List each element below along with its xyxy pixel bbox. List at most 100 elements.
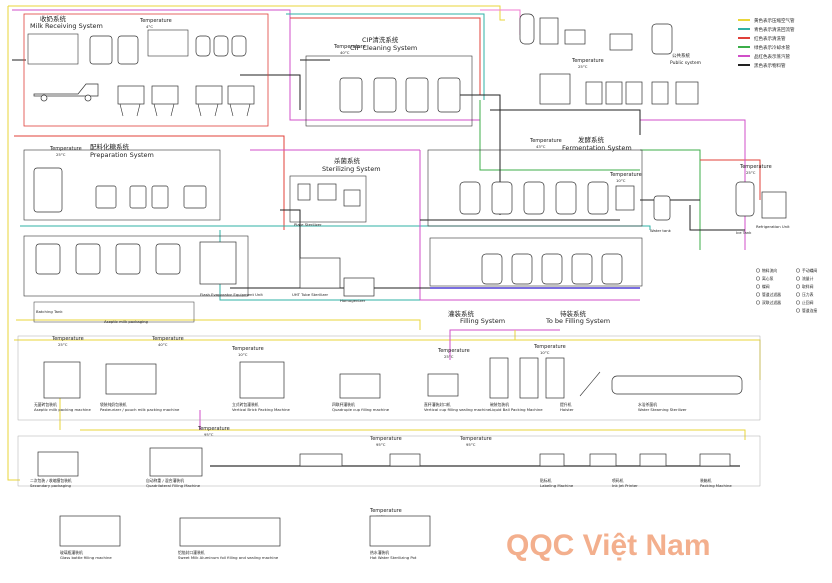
temperature-label: Temperature — [437, 348, 470, 354]
temperature-value: 10°C — [616, 178, 626, 183]
temperature-label: Temperature — [533, 344, 566, 350]
sampler-icon — [795, 284, 801, 289]
batching-tank-label: Batching Tank — [36, 309, 63, 314]
temperature-value: 40°C — [158, 342, 168, 347]
machine-label-en: Aseptic milk packing machine — [34, 407, 91, 412]
temperature-label: Temperature — [139, 18, 172, 24]
temperature-label: Temperature — [369, 436, 402, 442]
symbol-legend-label: 管道连接 — [802, 308, 817, 313]
machine-label-cn: 提升机 — [560, 402, 572, 407]
symbol-legend-label: 双联过滤器 — [762, 300, 781, 305]
temperature-label: Temperature — [151, 336, 184, 342]
fermentation-section: 发酵系统 Fermentation System Water tank Ice … — [427, 135, 790, 235]
temperature-value: 10°C — [238, 352, 248, 357]
machine-label-en: Hot Water Sterilizing Pot — [370, 555, 417, 560]
cip-title-cn: CIP清洗系统 — [362, 35, 399, 44]
milk-truck-icon — [33, 83, 99, 97]
pipe-color-legend: 黄色表示压缩空气管青色表示清洗回流管红色表示清洗管绿色表示冷却水管品红色表示蒸汽… — [738, 17, 795, 69]
temperature-label: Temperature — [459, 436, 492, 442]
homogenizer-label: Homogenizer — [340, 298, 366, 303]
legend-label: 红色表示清洗管 — [754, 35, 786, 42]
meter-icon — [795, 276, 801, 281]
filling-title-cn: 灌装系统 — [448, 309, 475, 318]
machine-label-en: Quadrilateral Filling Machine — [146, 483, 201, 488]
machine-label-en: Secondary packaging — [30, 483, 71, 488]
water-tank-label: Water tank — [650, 228, 672, 233]
temperature-label: Temperature — [51, 336, 84, 342]
sterilizing-title-en: Sterilizing System — [322, 165, 381, 173]
sterilizing-section: 杀菌系统 Sterilizing System Plate Sterilizer… — [289, 156, 381, 303]
temperature-value: 40°C — [340, 50, 350, 55]
public-section: 公共系统 Public system — [519, 13, 701, 105]
temperature-value: 10°C — [540, 350, 550, 355]
temperature-value: 25°C — [56, 152, 66, 157]
machine-label-cn: 碗装包装机 — [490, 402, 509, 407]
legend-label: 黄色表示压缩空气管 — [754, 17, 795, 24]
temperature-tags: Temperature4°CTemperature25°CTemperature… — [49, 18, 772, 519]
public-title-cn: 公共系统 — [672, 52, 690, 59]
plate-sterilizer-label: Plate Sterilizer — [294, 222, 322, 227]
valve-icon — [755, 284, 761, 289]
aseptic-packaging-label: Aseptic milk packaging — [104, 319, 149, 324]
symbol-legend-label: 手动蝶阀 — [802, 268, 817, 273]
ice-tank-label: Ice Tank — [736, 230, 752, 235]
symbol-legend-label: 取样阀 — [802, 284, 814, 289]
fermentation-title-cn: 发酵系统 — [578, 135, 605, 144]
preparation-section: 配料化糖系统 Preparation System Flash Evaporat… — [23, 142, 263, 324]
symbol-legend-label: 止回阀 — [802, 300, 814, 305]
temperature-label: Temperature — [333, 44, 366, 50]
legend-label: 青色表示清洗回流管 — [754, 26, 795, 33]
machine-label-cn: 自动称重 / 混合灌装机 — [146, 478, 184, 483]
machine-label-cn: 直杯灌装封口机 — [424, 402, 451, 407]
preparation-title-cn: 配料化糖系统 — [90, 142, 130, 151]
legend-label: 绿色表示冷却水管 — [754, 44, 790, 51]
flash-evaporator-label: Flash Evaporator Equipment Unit — [200, 292, 263, 297]
refrigeration-unit-label: Refrigeration Unit — [756, 224, 790, 229]
legend-label: 品红色表示蒸汽管 — [754, 53, 790, 60]
machine-label-cn: 无菌砖包装机 — [34, 402, 57, 407]
machine-label-en: Water Steaming Sterilizer — [638, 407, 687, 412]
temperature-label: Temperature — [197, 426, 230, 432]
temperature-label: Temperature — [571, 58, 604, 64]
cip-section: CIP清洗系统 CIP Cleaning System — [305, 35, 473, 127]
filter-icon — [755, 292, 761, 297]
symbol-legend-label: 流量计 — [802, 276, 814, 281]
machine-label-cn: 立式砖包灌装机 — [232, 402, 259, 407]
machine-label-en: Liquid Ball Packing Machine — [490, 407, 543, 412]
pump-icon — [755, 276, 761, 281]
milk-receiving-title-cn: 收奶系统 — [40, 14, 67, 23]
gauge-icon — [795, 292, 801, 297]
symbol-legend-label: 离心泵 — [762, 276, 774, 281]
machine-label-cn: 喷码机 — [612, 478, 624, 483]
temperature-value: 25°C — [58, 342, 68, 347]
check-icon — [795, 300, 801, 305]
machine-label-cn: 铝箔封口灌装机 — [178, 550, 205, 555]
public-title-en: Public system — [670, 60, 701, 66]
temperature-value: 95°C — [466, 442, 476, 447]
machine-label-cn: 热水灌装机 — [370, 550, 389, 555]
temperature-label: Temperature — [49, 146, 82, 152]
temperature-value: 25°C — [578, 64, 588, 69]
machine-label-cn: 二次包装 / 收缩膜包装机 — [30, 478, 72, 483]
symbol-legend-label: 压力表 — [802, 292, 814, 297]
filter2-icon — [755, 300, 761, 305]
watermark-logo: QQC Việt Nam — [506, 529, 711, 562]
machine-label-en: Quadruple cup filling machine — [332, 407, 390, 412]
symbol-legend-label: 物料流向 — [762, 268, 777, 273]
temperature-label: Temperature — [739, 164, 772, 170]
to-be-filling-title-en: To be Filling System — [545, 317, 610, 325]
machine-label-cn: 水浴杀菌机 — [638, 402, 657, 407]
machine-label-cn: 玻璃瓶灌装机 — [60, 550, 83, 555]
cip-title-en: CIP Cleaning System — [350, 44, 417, 52]
machine-label-en: Labeling Machine — [540, 483, 574, 488]
uht-sterilizer-label: UHT Tube Sterilizer — [292, 292, 329, 297]
temperature-label: Temperature — [231, 346, 264, 352]
temperature-value: 43°C — [536, 144, 546, 149]
milk-receiving-section: 收奶系统 Milk Receiving System — [23, 13, 269, 127]
temperature-value: 25°C — [444, 354, 454, 359]
temperature-value: 25°C — [746, 170, 756, 175]
